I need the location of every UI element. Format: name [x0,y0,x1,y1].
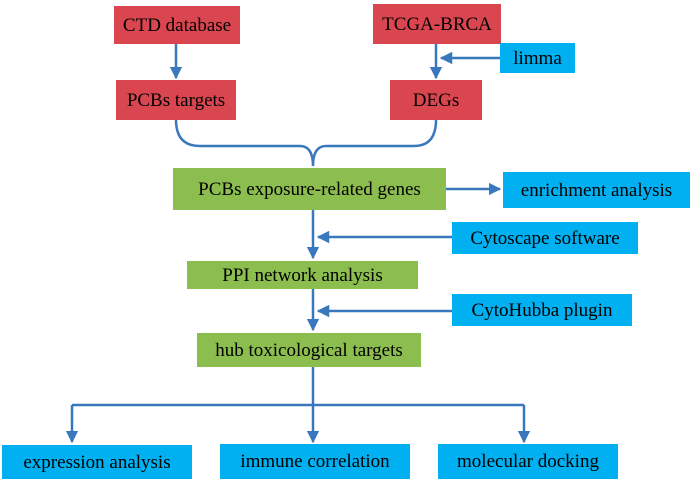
hub-toxicological-targets-box: hub toxicological targets [197,333,421,367]
enrichment-analysis-box: enrichment analysis [503,172,690,208]
merge-brace [174,119,438,167]
cytoscape-software-box: Cytoscape software [452,222,638,254]
ctd-database-box: CTD database [114,6,240,44]
pcbs-targets-box: PCBs targets [116,80,236,120]
pcbs-exposure-genes-box: PCBs exposure-related genes [173,168,446,210]
tcga-brca-box: TCGA-BRCA [373,4,501,44]
molecular-docking-box: molecular docking [438,444,618,479]
expression-analysis-box: expression analysis [2,445,192,479]
degs-box: DEGs [390,80,482,120]
ppi-network-box: PPI network analysis [187,261,418,289]
limma-box: limma [500,43,575,73]
cytohubba-plugin-box: CytoHubba plugin [452,294,632,326]
immune-correlation-box: immune correlation [220,444,410,479]
